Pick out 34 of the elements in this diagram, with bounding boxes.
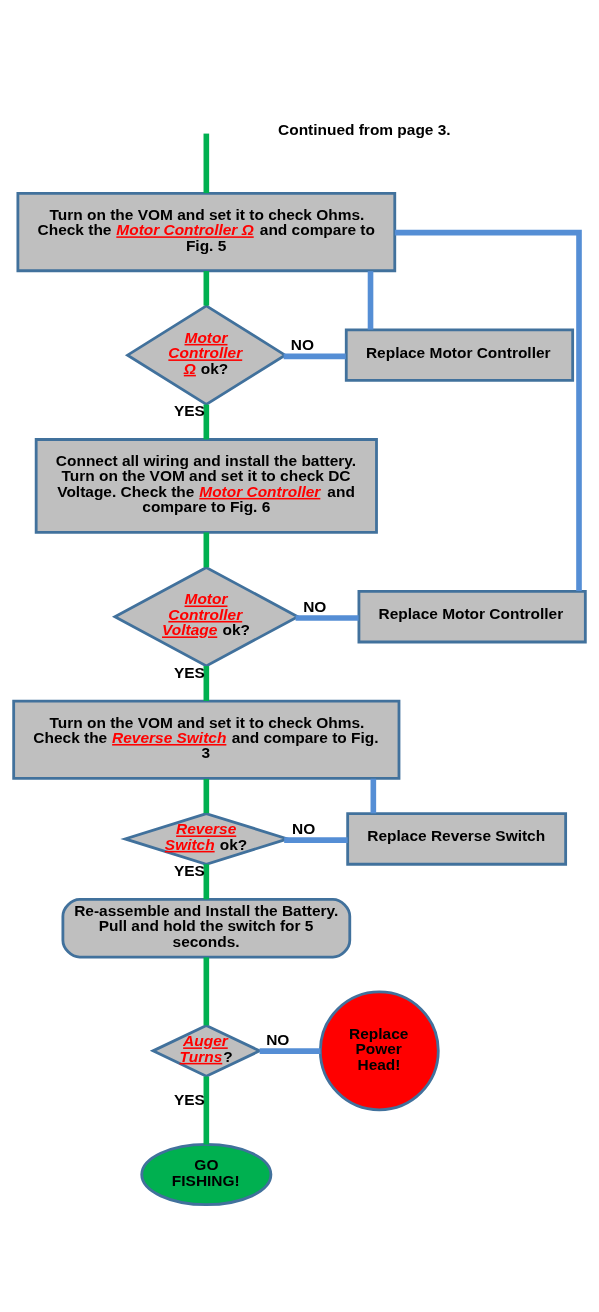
edge-label: YES — [173, 861, 205, 879]
connector — [283, 353, 346, 360]
node-diamond: Motor Controller Ω ok? — [124, 304, 288, 406]
connector — [295, 615, 359, 621]
node-box: Turn on the VOM and set it to check Ohms. Check the Reverse Switch and compare to Fig. 3 — [12, 699, 401, 780]
connector — [203, 1076, 210, 1145]
node-diamond: Auger Turns? — [149, 1024, 263, 1078]
connector — [203, 532, 210, 568]
node-box: Re-assemble and Install the Battery. Pull and hold the switch for 5 seconds. — [61, 898, 352, 959]
node-circle: Replace Power Head! — [318, 990, 440, 1112]
node-box: Replace Motor Controller — [357, 590, 587, 644]
edge-label: NO — [266, 1031, 290, 1049]
connector — [370, 778, 377, 814]
connector — [284, 837, 348, 843]
connector — [203, 864, 210, 900]
node-box: Replace Motor Controller — [344, 328, 575, 382]
edge-label: NO — [290, 336, 315, 354]
node-ellipse: GO FISHING! — [140, 1143, 273, 1207]
connector — [203, 133, 210, 194]
edge-label: NO — [291, 820, 316, 838]
connector — [203, 666, 210, 701]
connector — [203, 778, 210, 814]
connector — [203, 957, 210, 1026]
node-box: Replace Reverse Switch — [346, 812, 568, 866]
edge-label: YES — [173, 1090, 205, 1108]
connector — [394, 229, 582, 591]
connector — [367, 271, 374, 330]
node-box: Connect all wiring and install the battery. Turn on the VOM and set it to check DC Voltage. Check the Motor Controller and compare to Fig. 6 — [34, 438, 378, 534]
node-box: Turn on the VOM and set it to check Ohms. Check the Motor Controller Ω and compare to Fig. 5 — [16, 192, 397, 273]
connector — [259, 1048, 321, 1054]
label: Continued from page 3. — [278, 121, 451, 139]
edge-label: NO — [303, 598, 327, 616]
connector — [203, 404, 210, 440]
connector — [203, 271, 210, 306]
